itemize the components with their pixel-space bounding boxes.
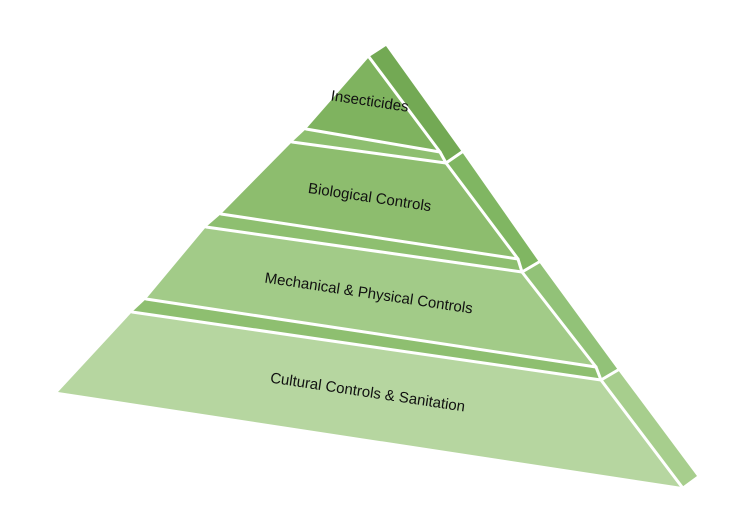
band-1 <box>292 129 446 163</box>
band-3 <box>132 299 601 380</box>
side-divider-2 <box>520 260 541 274</box>
tier-2-front-face <box>221 142 518 259</box>
tier-4-front-face <box>58 312 682 487</box>
tier-4-side-face <box>601 370 697 487</box>
tier-3-top-edge <box>204 225 524 274</box>
tier-1-bottom-edge <box>304 127 442 154</box>
tier-1-front-face <box>306 57 440 152</box>
side-divider-3 <box>599 368 620 382</box>
tier-3-bottom-edge <box>144 297 598 369</box>
edge-lines <box>130 55 684 489</box>
side-divider-1 <box>444 150 464 165</box>
band-2 <box>206 214 522 272</box>
tier-3-front-face <box>146 227 596 367</box>
tier-2-bottom-edge <box>219 212 520 261</box>
tier-3-side-face <box>522 262 618 380</box>
front-right-edge <box>367 55 684 489</box>
tier-1-side-face <box>369 46 462 163</box>
tier-2-side-face <box>446 152 539 272</box>
tier-4-top-edge <box>130 310 603 382</box>
tier-2-top-edge <box>290 140 448 165</box>
